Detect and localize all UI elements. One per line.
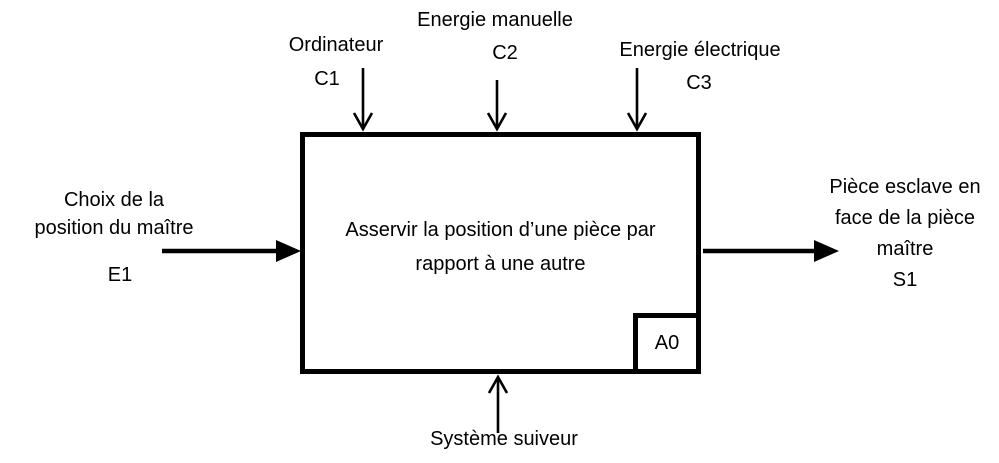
input-label-line2: position du maître xyxy=(34,217,194,239)
output-label: Pièce esclave en face de la pièce maître… xyxy=(805,172,999,296)
function-box-text: Asservir la position d’une pièce par rap… xyxy=(345,213,655,293)
function-text-line2: rapport à une autre xyxy=(415,253,586,275)
node-id-label: A0 xyxy=(654,332,680,354)
control-code-c1: C1 xyxy=(314,68,340,90)
input-code-e1: E1 xyxy=(107,264,133,286)
output-label-line2: face de la pièce xyxy=(834,207,976,229)
control-label-energie-electrique: Energie électrique xyxy=(619,39,781,61)
control-label-ordinateur: Ordinateur xyxy=(288,34,384,56)
input-label-line1: Choix de la xyxy=(63,189,165,211)
e1-input-arrow-right-icon xyxy=(162,240,301,262)
function-box: Asservir la position d’une pièce par rap… xyxy=(300,132,701,374)
input-label: Choix de la position du maître xyxy=(14,186,214,242)
c2-control-arrow-down-icon xyxy=(486,80,508,132)
mechanism-arrow-up-icon xyxy=(487,374,509,433)
mechanism-label: Système suiveur xyxy=(430,428,578,450)
output-label-line1: Pièce esclave en xyxy=(829,176,981,198)
node-id-box: A0 xyxy=(633,313,701,374)
control-code-c2: C2 xyxy=(492,42,518,64)
control-label-energie-manuelle: Energie manuelle xyxy=(417,9,573,31)
function-text-line1: Asservir la position d’une pièce par xyxy=(345,219,656,241)
output-label-line3: maître xyxy=(876,238,934,260)
control-code-c3: C3 xyxy=(686,72,712,94)
output-code-s1: S1 xyxy=(892,269,918,291)
